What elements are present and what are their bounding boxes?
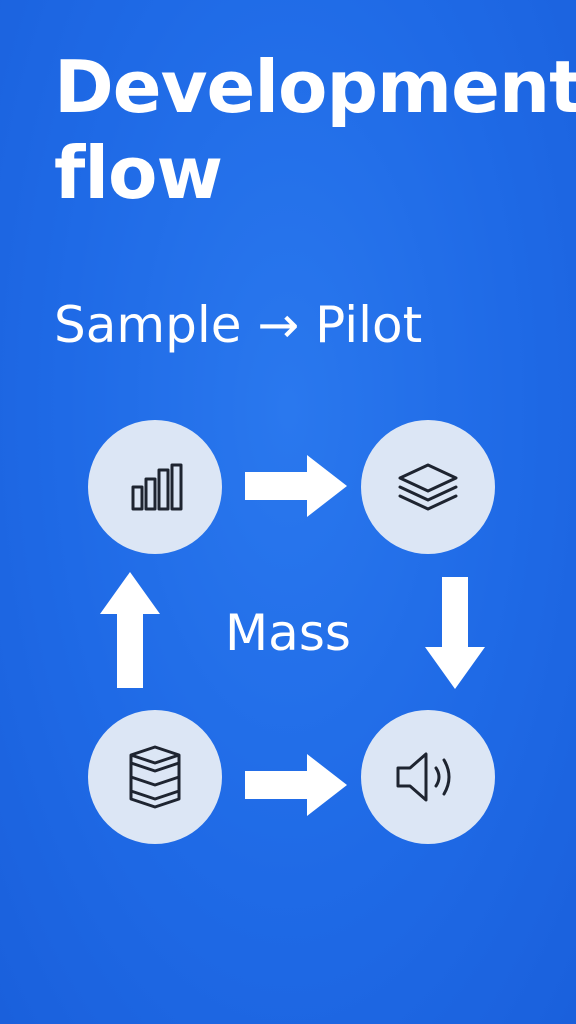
layers-icon: [398, 463, 458, 511]
center-label: Mass: [225, 604, 351, 662]
node-bottom-left: [88, 710, 222, 844]
page-title: Development flow: [54, 44, 576, 216]
node-top-left: [88, 420, 222, 554]
subtitle: Sample → Pilot: [54, 296, 423, 354]
arrow-up-left-side: [100, 572, 160, 688]
title-line-1: Development: [54, 45, 576, 129]
node-bottom-right: [361, 710, 495, 844]
node-top-right: [361, 420, 495, 554]
bar-chart-icon: [131, 463, 183, 511]
arrow-down-right-side: [425, 577, 485, 689]
title-line-2: flow: [54, 131, 223, 215]
arrow-right-top: [245, 455, 347, 517]
stack-icon: [129, 745, 181, 809]
speaker-icon: [396, 752, 451, 802]
arrow-right-bottom: [245, 754, 347, 816]
